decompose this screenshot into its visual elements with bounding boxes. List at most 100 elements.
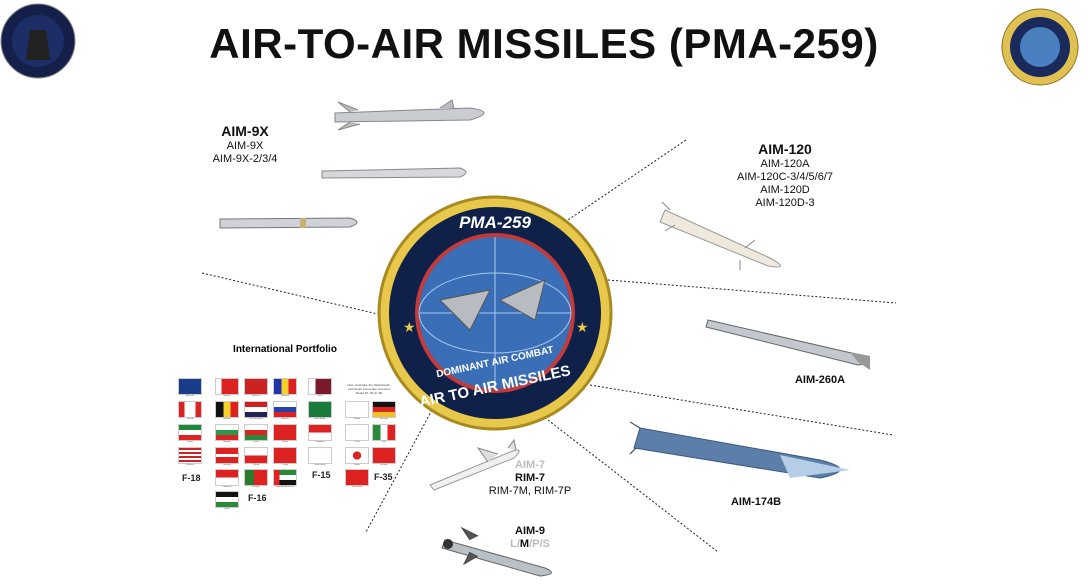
flag-caption: Slovakia: [281, 418, 289, 420]
right-logo: [1001, 8, 1079, 86]
aim260-missile: [705, 319, 870, 370]
portfolio-title: International Portfolio: [233, 344, 337, 355]
flag-caption: South Korea: [314, 464, 326, 466]
flag-caption: Belgium: [223, 418, 231, 420]
flag-caption: Bulgaria: [223, 441, 231, 443]
emblem-top-text: PMA-259: [459, 213, 531, 232]
aim174-label: AIM-174B: [730, 496, 782, 508]
aim7-text: AIM-7: [515, 459, 545, 471]
flag-turkey: [273, 447, 297, 464]
rim7-variants: RIM-7M, RIM-7P: [488, 485, 572, 497]
group-label-f16: F-16: [248, 493, 267, 503]
flag-south-korea: [308, 447, 332, 464]
group-label-f18: F-18: [182, 473, 201, 483]
aim9x-missile-bot: [219, 217, 358, 229]
flag-caption: Bahrain: [223, 395, 231, 397]
aim120-line: AIM-120D-3: [755, 197, 815, 209]
flag-caption: Turkey: [281, 464, 289, 466]
flag-canada: [178, 401, 202, 418]
aim120-line: AIM-120D: [760, 184, 810, 196]
page-title: AIR-TO-AIR MISSILES (PMA-259): [209, 20, 879, 67]
flag-caption: Jordan: [223, 508, 231, 510]
flag-caption: The Netherlands: [248, 418, 264, 420]
aim120-missile: [659, 201, 781, 270]
aim9x-label: AIM-9X AIM-9X AIM-9X-2/3/4: [195, 123, 295, 166]
flag-caption: Oman: [253, 441, 259, 443]
aim9x-line: AIM-9X-2/3/4: [212, 153, 278, 165]
flag-romania: [273, 378, 297, 395]
flag-italy: [372, 424, 396, 441]
rim7-missile: [429, 438, 520, 491]
flag-caption: Switzerland: [351, 486, 363, 488]
flag-caption: Kuwait: [186, 441, 193, 443]
flag-australia: [178, 378, 202, 395]
aim9-label: AIM-9 L/M/P/S: [490, 525, 570, 551]
portfolio-note: Note: Australia, the Netherlands, and So…: [347, 383, 391, 395]
flag-the-netherlands: [244, 401, 268, 418]
flag-taiwan: [273, 424, 297, 441]
aim9-missile: [441, 526, 552, 577]
flag-saudi-arabia: [308, 401, 332, 418]
flag-denmark: [215, 447, 239, 464]
flag-caption: Poland: [252, 464, 260, 466]
flag-portugal: [244, 469, 268, 486]
flag-norway: [372, 447, 396, 464]
flag-singapore: [308, 424, 332, 441]
flag-bahrain: [215, 378, 239, 395]
flag-caption: Indonesia: [222, 486, 232, 488]
flag-caption: United Arab Emirates: [275, 486, 295, 488]
flag-caption: Singapore: [315, 441, 325, 443]
flag-israel: [345, 424, 369, 441]
flag-caption: Germany: [379, 418, 389, 420]
flag-caption: Norway: [380, 464, 388, 466]
rim7-label: AIM-7 RIM-7 RIM-7M, RIM-7P: [470, 459, 590, 498]
flag-caption: Denmark: [222, 464, 232, 466]
flag-kuwait: [178, 424, 202, 441]
flag-belgium: [215, 401, 239, 418]
flag-japan: [345, 447, 369, 464]
aim9-variant-m: M: [519, 538, 530, 550]
flag-germany: [372, 401, 396, 418]
aim9-variant-l: L/: [510, 538, 520, 550]
aim9-variant-ps: /P/S: [529, 538, 550, 550]
flag-caption: Israel: [354, 441, 360, 443]
flag-morocco: [244, 378, 268, 395]
flag-caption: Finland: [353, 418, 361, 420]
aim9x-missile-top: [334, 99, 485, 131]
left-logo: [0, 3, 76, 79]
flag-malaysia: [178, 447, 202, 464]
flag-caption: Qatar: [317, 395, 323, 397]
flag-caption: Japan: [354, 464, 360, 466]
svg-text:★: ★: [576, 319, 589, 335]
aim120-title: AIM-120: [758, 141, 812, 157]
aim120-line: AIM-120C-3/4/5/6/7: [737, 171, 833, 183]
group-label-f15: F-15: [312, 470, 331, 480]
flag-caption: Italy: [382, 441, 386, 443]
flag-qatar: [308, 378, 332, 395]
flag-caption: Portugal: [252, 486, 260, 488]
aim9-title: AIM-9: [515, 525, 545, 537]
flag-caption: Saudi Arabia: [314, 418, 326, 420]
flag-slovakia: [273, 401, 297, 418]
aim9x-line: AIM-9X: [226, 140, 264, 152]
aim174-missile: [629, 421, 850, 479]
aim120-line: AIM-120A: [760, 158, 810, 170]
aim120-label: AIM-120 AIM-120A AIM-120C-3/4/5/6/7 AIM-…: [715, 141, 855, 210]
flag-caption: Canada: [186, 418, 194, 420]
flag-caption: Australia: [186, 395, 194, 397]
flag-jordan: [215, 491, 239, 508]
flag-bulgaria: [215, 424, 239, 441]
flag-united-arab-emirates: [273, 469, 297, 486]
flag-finland: [345, 401, 369, 418]
aim9x-title: AIM-9X: [221, 123, 269, 139]
flag-switzerland: [345, 469, 369, 486]
flag-caption: Morocco: [252, 395, 260, 397]
aim9x-missile-mid: [321, 167, 467, 179]
flag-poland: [244, 447, 268, 464]
svg-text:★: ★: [403, 319, 416, 335]
rim7-title: RIM-7: [515, 472, 545, 484]
flag-oman: [244, 424, 268, 441]
group-label-f35: F-35: [374, 472, 393, 482]
